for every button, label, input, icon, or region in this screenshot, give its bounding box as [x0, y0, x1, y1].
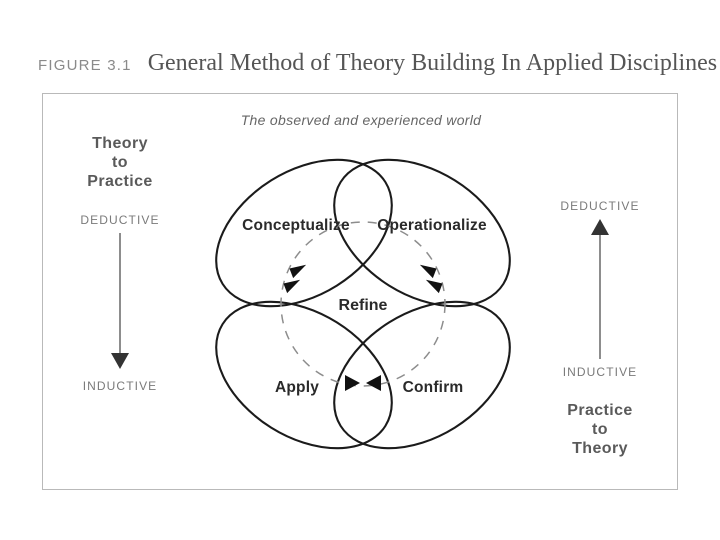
- arrowhead-bottom-left: [345, 375, 360, 391]
- figure-frame: The observed and experienced world Theor…: [42, 93, 678, 490]
- theory-building-cycle-diagram: Conceptualize Operationalize Apply Confi…: [193, 124, 533, 484]
- right-axis-up-arrow-icon: [591, 219, 609, 359]
- observed-world-caption: The observed and experienced world: [240, 112, 482, 128]
- petal-label-confirm: Confirm: [403, 379, 464, 396]
- figure-caption: FIGURE 3.1 General Method of Theory Build…: [38, 50, 717, 82]
- figure-number: FIGURE 3.1: [38, 57, 132, 74]
- left-axis-heading-line1: Theory: [92, 135, 148, 152]
- right-axis-heading: Practice to Theory: [533, 401, 667, 458]
- petal-label-operationalize: Operationalize: [377, 217, 487, 234]
- left-axis-heading-line2: to: [112, 154, 128, 171]
- right-axis-top-pole: DEDUCTIVE: [560, 199, 640, 213]
- arrowhead-left-b: [283, 279, 301, 294]
- petal-conceptualize-shape: [215, 158, 393, 308]
- refine-cycle-dashed-ring: [280, 221, 446, 387]
- petal-operationalize-shape: [333, 158, 511, 308]
- arrowhead-bottom-right: [366, 375, 381, 391]
- right-axis-annotation: DEDUCTIVE INDUCTIVE Practice to Theory: [533, 199, 667, 458]
- arrowhead-right-b: [425, 279, 443, 294]
- right-axis-bottom-pole: INDUCTIVE: [562, 365, 638, 379]
- petal-label-conceptualize: Conceptualize: [242, 217, 350, 234]
- left-axis-heading: Theory to Practice: [55, 134, 185, 191]
- arrowhead-left-a: [289, 264, 307, 279]
- cycle-arrowheads: [283, 264, 443, 391]
- right-axis-heading-line1: Practice: [567, 402, 633, 419]
- petal-label-apply: Apply: [275, 379, 319, 396]
- center-label-refine: Refine: [339, 297, 388, 314]
- petal-confirm-shape: [333, 300, 511, 450]
- left-axis-top-pole: DEDUCTIVE: [80, 213, 160, 227]
- left-axis-down-arrow-icon: [111, 233, 129, 369]
- left-axis-annotation: Theory to Practice DEDUCTIVE INDUCTIVE: [55, 134, 185, 393]
- left-axis-bottom-pole: INDUCTIVE: [82, 379, 158, 393]
- petal-shapes: [215, 158, 511, 450]
- figure-title: General Method of Theory Building In App…: [147, 50, 718, 76]
- left-axis-heading-line3: Practice: [87, 173, 153, 190]
- cycle-svg: Conceptualize Operationalize Apply Confi…: [215, 158, 511, 450]
- petal-apply-shape: [215, 300, 393, 450]
- right-axis-heading-line3: Theory: [572, 440, 628, 457]
- arrowhead-right-a: [419, 264, 437, 279]
- right-axis-heading-line2: to: [592, 421, 608, 438]
